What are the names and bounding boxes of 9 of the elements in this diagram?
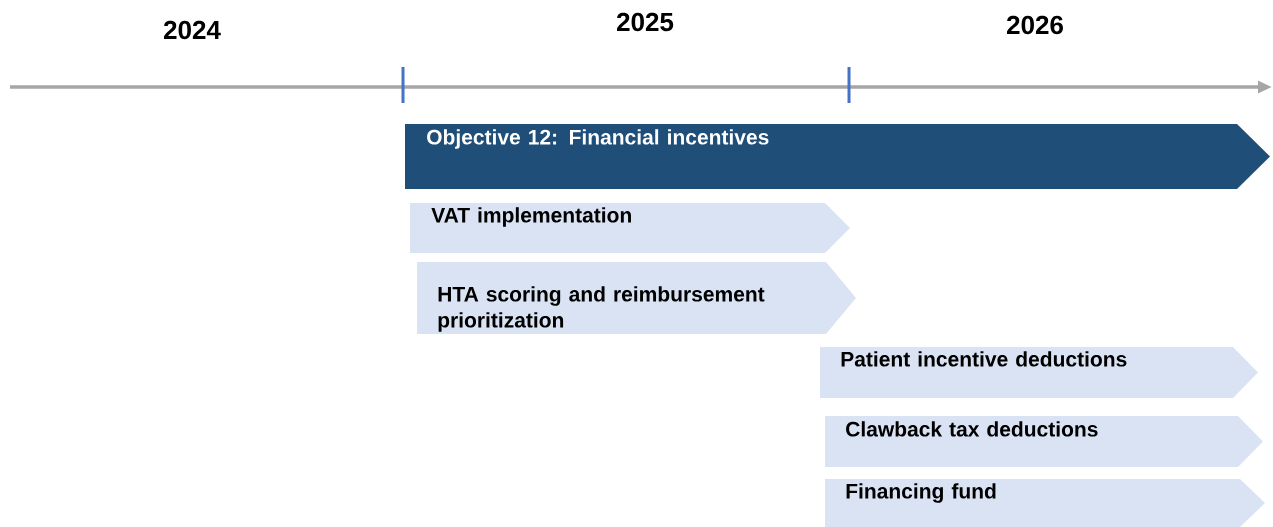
chevron-box: VAT implementation bbox=[410, 203, 850, 253]
chevron-box: HTA scoring and reimbursement prioritization bbox=[417, 262, 856, 334]
year-label: 2026 bbox=[1007, 15, 1063, 35]
chevron-bar: Objective 12: Financial incentives bbox=[405, 124, 1270, 189]
chevron-box: Clawback tax deductions bbox=[825, 416, 1263, 467]
chevron-box: Patient incentive deductions bbox=[820, 347, 1258, 398]
year-label: 2025 bbox=[617, 12, 674, 32]
chevron-box: Financing fund bbox=[825, 479, 1265, 527]
year-label: 2024 bbox=[164, 20, 221, 40]
